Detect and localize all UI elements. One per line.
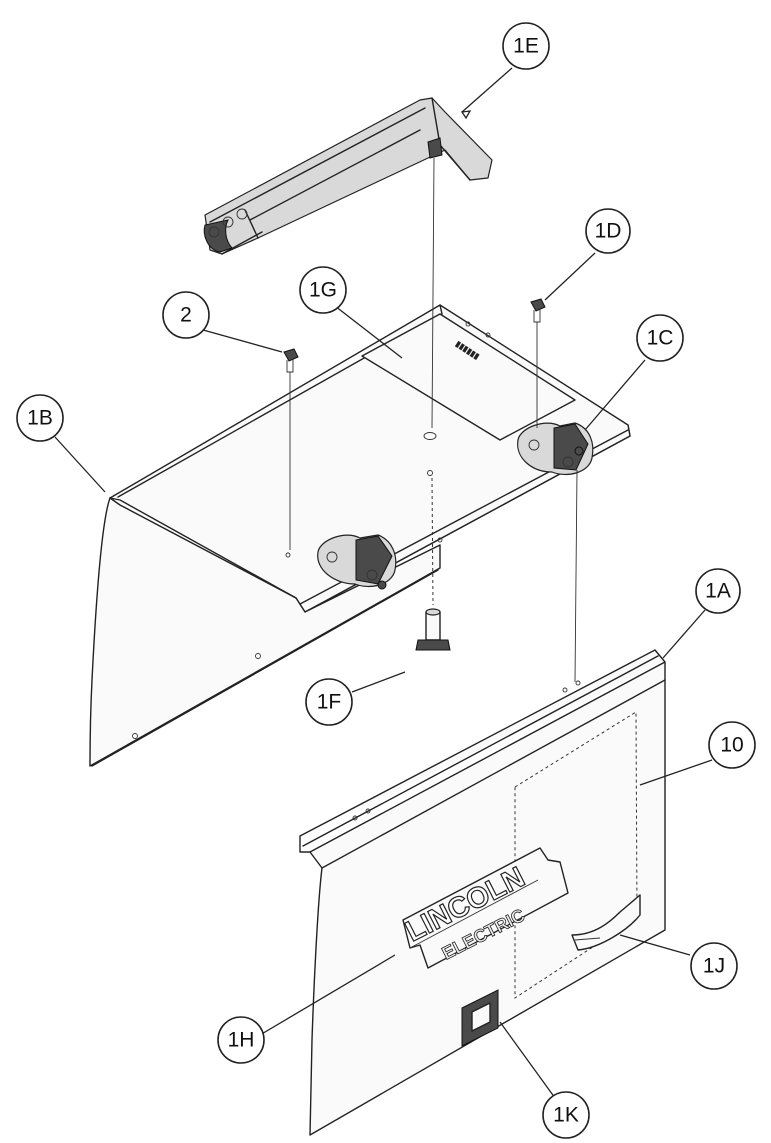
svg-text:1J: 1J	[703, 955, 725, 978]
callout-1e: 1E	[502, 22, 550, 70]
svg-text:1K: 1K	[553, 1104, 579, 1127]
svg-text:1F: 1F	[317, 691, 342, 714]
svg-text:10: 10	[720, 734, 743, 757]
callout-1a: 1A	[695, 568, 741, 614]
callout-10: 10	[708, 721, 756, 769]
callout-1f: 1F	[305, 678, 353, 726]
callout-1d: 1D	[585, 208, 631, 254]
svg-text:1H: 1H	[228, 1029, 255, 1052]
svg-text:2: 2	[180, 304, 192, 327]
svg-text:1A: 1A	[705, 580, 731, 603]
callout-1k: 1K	[542, 1091, 590, 1139]
bolt-1f	[415, 608, 451, 651]
top-cover-part: ▮▮▮▮▮▮	[89, 304, 631, 767]
svg-text:1C: 1C	[647, 327, 674, 350]
screw-2	[283, 348, 299, 373]
handle-part	[203, 97, 493, 255]
svg-text:1G: 1G	[309, 279, 337, 302]
callout-1c: 1C	[636, 314, 684, 362]
hinge-front	[317, 534, 397, 590]
callout-2: 2	[162, 291, 210, 339]
callout-1h: 1H	[217, 1016, 265, 1064]
svg-text:1E: 1E	[513, 35, 539, 58]
callout-1j: 1J	[690, 942, 738, 990]
hinge-rear	[517, 422, 594, 476]
callout-1g: 1G	[299, 266, 347, 314]
screw-1d	[530, 298, 546, 323]
svg-text:1B: 1B	[27, 407, 53, 430]
svg-text:1D: 1D	[595, 220, 622, 243]
assembly-lines	[289, 157, 578, 683]
callout-1b: 1B	[16, 394, 64, 442]
leader-lines	[54, 67, 713, 1099]
